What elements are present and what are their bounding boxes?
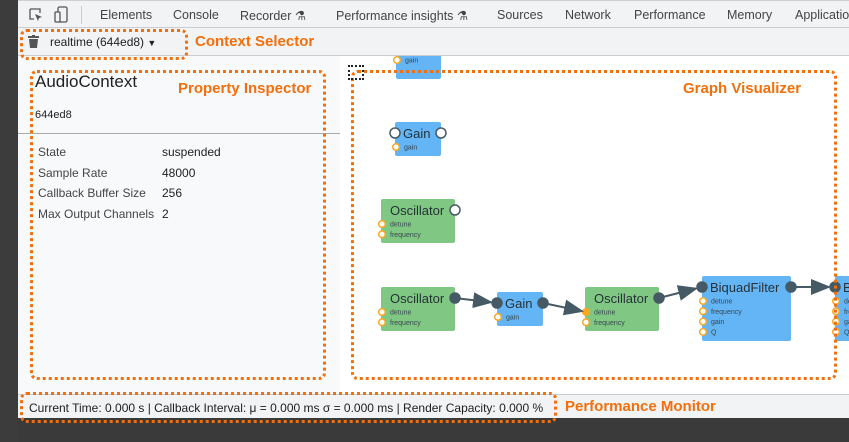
- node-title: BiquadFilter: [710, 280, 780, 295]
- context-id: 644ed8: [35, 109, 72, 121]
- inspect-element-icon[interactable]: [28, 7, 44, 23]
- param-label: detune: [711, 299, 733, 306]
- input-port[interactable]: [389, 127, 401, 139]
- annotation-box: [30, 70, 326, 380]
- connection-edge: [547, 299, 585, 316]
- property-name: Callback Buffer Size: [38, 186, 146, 200]
- property-value: suspended: [162, 145, 221, 159]
- param-label: detune: [844, 299, 849, 306]
- output-port[interactable]: [435, 127, 447, 139]
- param-label: frequency: [711, 309, 742, 316]
- tab-memory[interactable]: Memory: [727, 8, 773, 22]
- property-value: 2: [162, 206, 169, 221]
- node-title: BiquadFilter: [843, 280, 849, 295]
- property-value: 256: [162, 186, 183, 200]
- param-port[interactable]: [698, 307, 708, 316]
- param-port[interactable]: [698, 327, 708, 336]
- tab-console[interactable]: Console: [173, 8, 219, 22]
- param-port[interactable]: [377, 318, 387, 327]
- param-label: detune: [594, 310, 616, 317]
- tab-network[interactable]: Network: [565, 8, 611, 22]
- annotation-label: Graph Visualizer: [683, 80, 802, 97]
- param-label: frequency: [390, 232, 421, 239]
- param-label: detune: [390, 310, 412, 317]
- trash-icon[interactable]: [28, 35, 39, 48]
- param-port[interactable]: [698, 296, 708, 306]
- tab-performance-insights[interactable]: Performance insights ⚗: [336, 8, 468, 23]
- window-edge: [0, 0, 18, 442]
- annotation-label: Context Selector: [195, 33, 315, 50]
- flask-icon: ⚗: [294, 9, 307, 23]
- param-label: gain: [404, 145, 417, 152]
- monitor-text: Current Time: 0.000 s | Callback Interva…: [29, 401, 544, 415]
- param-port[interactable]: [392, 56, 402, 65]
- param-port[interactable]: [581, 318, 591, 327]
- node-title: Oscillator: [390, 203, 445, 218]
- param-port[interactable]: [391, 142, 401, 152]
- param-label: gain: [711, 319, 724, 326]
- audio-node-gain[interactable]: Gain gain: [491, 292, 549, 326]
- node-title: Oscillator: [594, 291, 649, 306]
- tab-label: Recorder: [240, 9, 292, 23]
- property-name: State: [38, 145, 67, 159]
- param-label: frequency: [844, 309, 849, 316]
- inspector-title: AudioContext: [35, 72, 138, 91]
- context-value: realtime (644ed8): [50, 35, 145, 49]
- property-name: Sample Rate: [38, 165, 108, 180]
- context-selector[interactable]: realtime (644ed8) ▼: [50, 35, 156, 49]
- divider: [18, 133, 340, 134]
- devtools-tabbar: Elements Console Recorder ⚗ Performance …: [18, 0, 849, 28]
- property-value: 48000: [162, 165, 196, 180]
- param-label: frequency: [390, 320, 421, 327]
- audio-node-oscillator[interactable]: Oscillator detune frequency: [377, 199, 461, 243]
- audio-node-oscillator[interactable]: Oscillator detune frequency: [377, 287, 461, 331]
- connection-edge: [663, 285, 699, 301]
- param-label: frequency: [594, 320, 625, 327]
- param-label: Q: [711, 329, 717, 336]
- output-port[interactable]: [653, 292, 665, 304]
- tab-elements[interactable]: Elements: [100, 8, 153, 22]
- param-port[interactable]: [377, 219, 387, 229]
- param-label: Q: [844, 329, 849, 336]
- tab-application[interactable]: Applicatio: [795, 8, 849, 22]
- tab-performance[interactable]: Performance: [634, 8, 706, 22]
- param-label: gain: [844, 319, 849, 326]
- output-port[interactable]: [449, 204, 461, 216]
- param-label: gain: [405, 58, 418, 65]
- param-port[interactable]: [698, 317, 708, 326]
- audio-node-oscillator[interactable]: Oscillator detune frequency: [581, 287, 665, 331]
- divider: [81, 6, 82, 24]
- tab-sources[interactable]: Sources: [497, 8, 543, 22]
- node-title: Gain: [505, 296, 532, 311]
- annotation-box: [351, 70, 837, 380]
- param-port[interactable]: [377, 307, 387, 317]
- chevron-down-icon: ▼: [147, 38, 157, 48]
- node-title: Gain: [403, 126, 430, 141]
- param-port[interactable]: [377, 230, 387, 239]
- annotation-label: Performance Monitor: [565, 398, 716, 415]
- output-port[interactable]: [449, 292, 461, 304]
- annotation-label: Property Inspector: [178, 80, 312, 97]
- annotation-box: [20, 29, 188, 60]
- tab-label: Performance insights: [336, 9, 454, 23]
- performance-monitor: Current Time: 0.000 s | Callback Interva…: [18, 394, 849, 418]
- property-name: Max Output Channels: [38, 206, 155, 221]
- connection-edge: [459, 292, 494, 309]
- output-port[interactable]: [537, 297, 549, 309]
- tab-recorder[interactable]: Recorder ⚗: [240, 8, 306, 23]
- param-port[interactable]: [493, 312, 503, 322]
- device-toolbar-icon[interactable]: [54, 6, 68, 24]
- node-title: Oscillator: [390, 291, 445, 306]
- param-label: gain: [506, 315, 519, 322]
- resize-handle-icon[interactable]: [348, 65, 364, 80]
- audio-node-gain[interactable]: Gain gain: [389, 122, 447, 156]
- param-label: detune: [390, 222, 412, 229]
- flask-icon: ⚗: [456, 9, 469, 23]
- annotation-box: [20, 392, 557, 423]
